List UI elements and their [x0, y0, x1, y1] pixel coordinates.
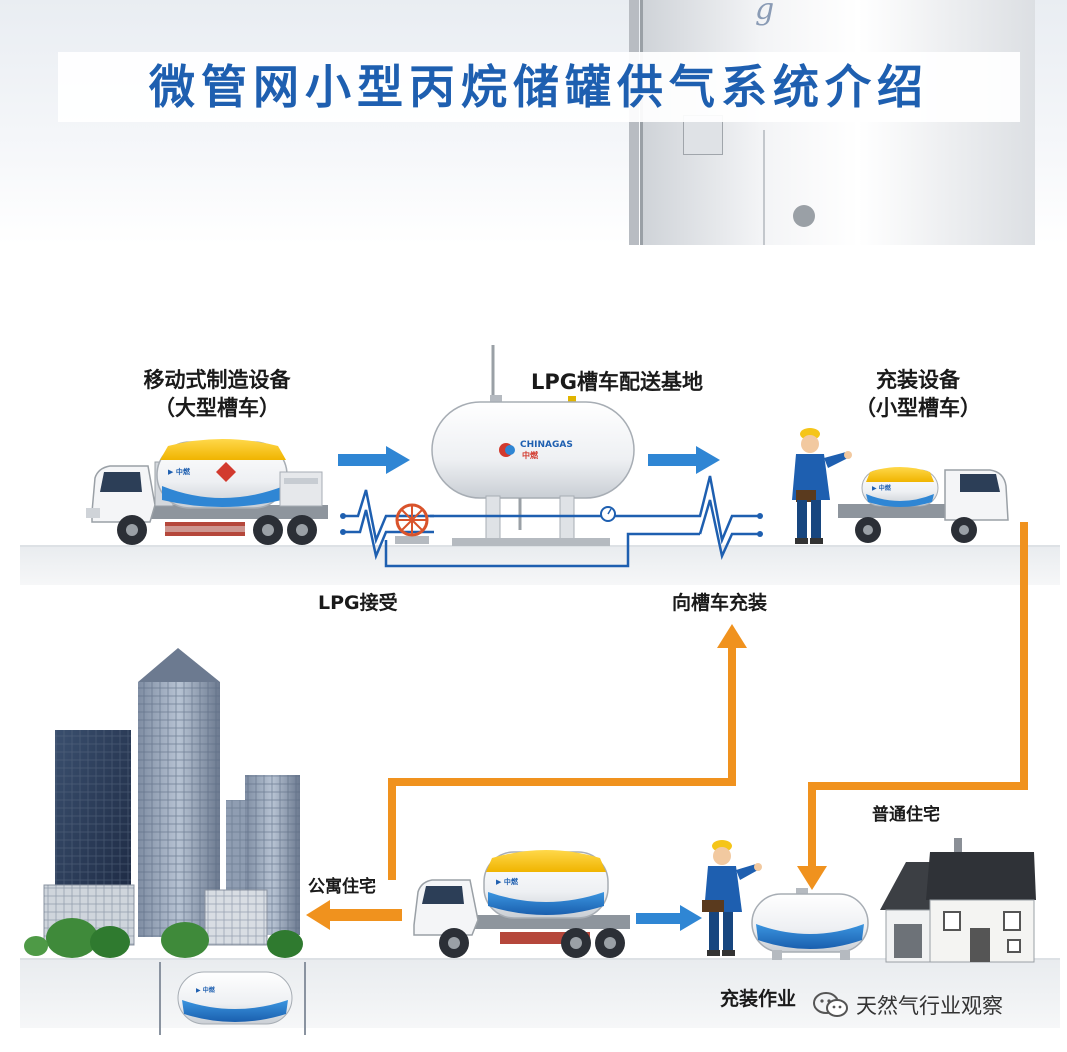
label-distribution-base: LPG槽车配送基地	[530, 370, 703, 394]
watermark: 天然气行业观察	[812, 990, 1003, 1020]
pressure-gauge-icon	[600, 506, 616, 522]
tank-brand-cn: 中燃	[522, 450, 539, 460]
label-fill-tanker: 向槽车充装	[672, 592, 768, 614]
pipe-network	[343, 475, 760, 568]
blue-arrow-icon	[338, 446, 410, 474]
label-residence: 普通住宅	[872, 805, 940, 825]
residence-house	[880, 838, 1036, 963]
worker-figure	[792, 428, 852, 544]
banner: g	[0, 0, 1067, 245]
residence-tank	[751, 888, 869, 960]
valve-wheel-icon	[395, 503, 429, 544]
banner-logo-mark: g	[755, 0, 775, 27]
blue-arrow-icon	[636, 905, 702, 931]
svg-text:▶ 中燃: ▶ 中燃	[168, 467, 191, 476]
wechat-icon	[813, 992, 848, 1017]
title-bar	[58, 52, 1020, 122]
label-apartment: 公寓住宅	[308, 877, 376, 897]
tank-brand-en: CHINAGAS	[520, 440, 573, 450]
svg-text:▶ 中燃: ▶ 中燃	[496, 877, 519, 886]
label-filling-operation: 充装作业	[720, 988, 797, 1010]
apartment-buildings	[24, 648, 303, 958]
svg-text:▶ 中燃: ▶ 中燃	[872, 484, 892, 492]
orange-flow-arrow-icon	[306, 900, 402, 930]
orange-flow-arrow-icon	[388, 522, 1028, 880]
banner-tank-photo	[629, 0, 1035, 245]
label-filling-equipment: 充装设备 （小型槽车）	[855, 368, 981, 420]
underground-tank: ▶ 中燃	[159, 962, 306, 1035]
large-tanker-truck: ▶ 中燃	[86, 439, 328, 545]
orange-arrowhead	[717, 624, 747, 648]
label-mobile-equipment: 移动式制造设备 （大型槽车）	[143, 368, 291, 420]
small-tanker-truck: ▶ 中燃	[838, 467, 1009, 543]
worker-figure	[702, 840, 762, 956]
watermark-text: 天然气行业观察	[856, 994, 1003, 1018]
orange-arrowhead	[797, 866, 827, 890]
blue-arrow-icon	[648, 446, 720, 474]
lower-tanker-truck: ▶ 中燃	[413, 850, 630, 958]
svg-text:▶ 中燃: ▶ 中燃	[196, 986, 216, 994]
label-lpg-receive: LPG接受	[318, 592, 398, 614]
page-title: 微管网小型丙烷储罐供气系统介绍	[149, 60, 929, 114]
distribution-base-tank: CHINAGAS 中燃	[431, 345, 635, 546]
